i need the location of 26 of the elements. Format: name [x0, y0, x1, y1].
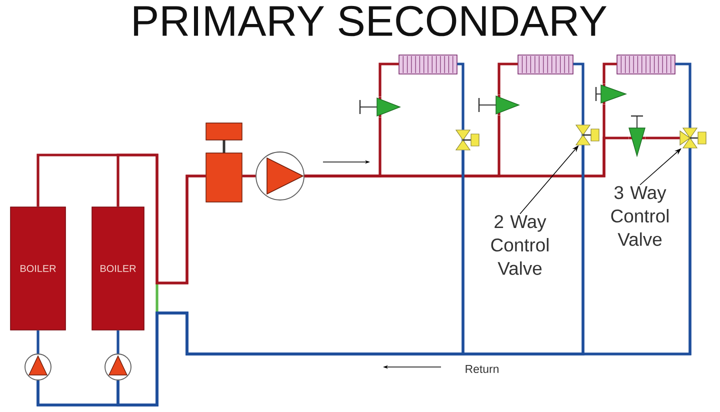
pump-symbol — [104, 354, 132, 380]
valve-symbol — [680, 128, 706, 148]
pipe — [602, 62, 617, 84]
pipe — [116, 330, 120, 354]
pipe — [675, 62, 692, 128]
pipe — [304, 136, 629, 178]
text-label: Return — [466, 365, 498, 373]
pipe — [573, 62, 584, 125]
pump-symbol — [24, 354, 52, 380]
radiator-symbol — [616, 54, 676, 74]
pump-symbol — [256, 152, 304, 200]
boiler-box: BOILER — [92, 206, 144, 330]
callout-text: 3 Way Control Valve — [611, 186, 668, 246]
pipe — [457, 62, 464, 130]
pipe — [378, 62, 399, 97]
radiator-symbol — [398, 54, 458, 74]
title: PRIMARY SECONDARY — [134, 6, 606, 36]
pipe — [645, 136, 680, 140]
callout-text: 2 Way Control Valve — [491, 215, 548, 275]
pipe — [242, 174, 256, 178]
pipe — [498, 62, 518, 95]
boiler-box: BOILER — [10, 206, 66, 330]
separator-symbol — [206, 122, 242, 202]
pipe — [116, 154, 206, 284]
pipe — [36, 330, 40, 354]
radiator-symbol — [518, 54, 574, 74]
